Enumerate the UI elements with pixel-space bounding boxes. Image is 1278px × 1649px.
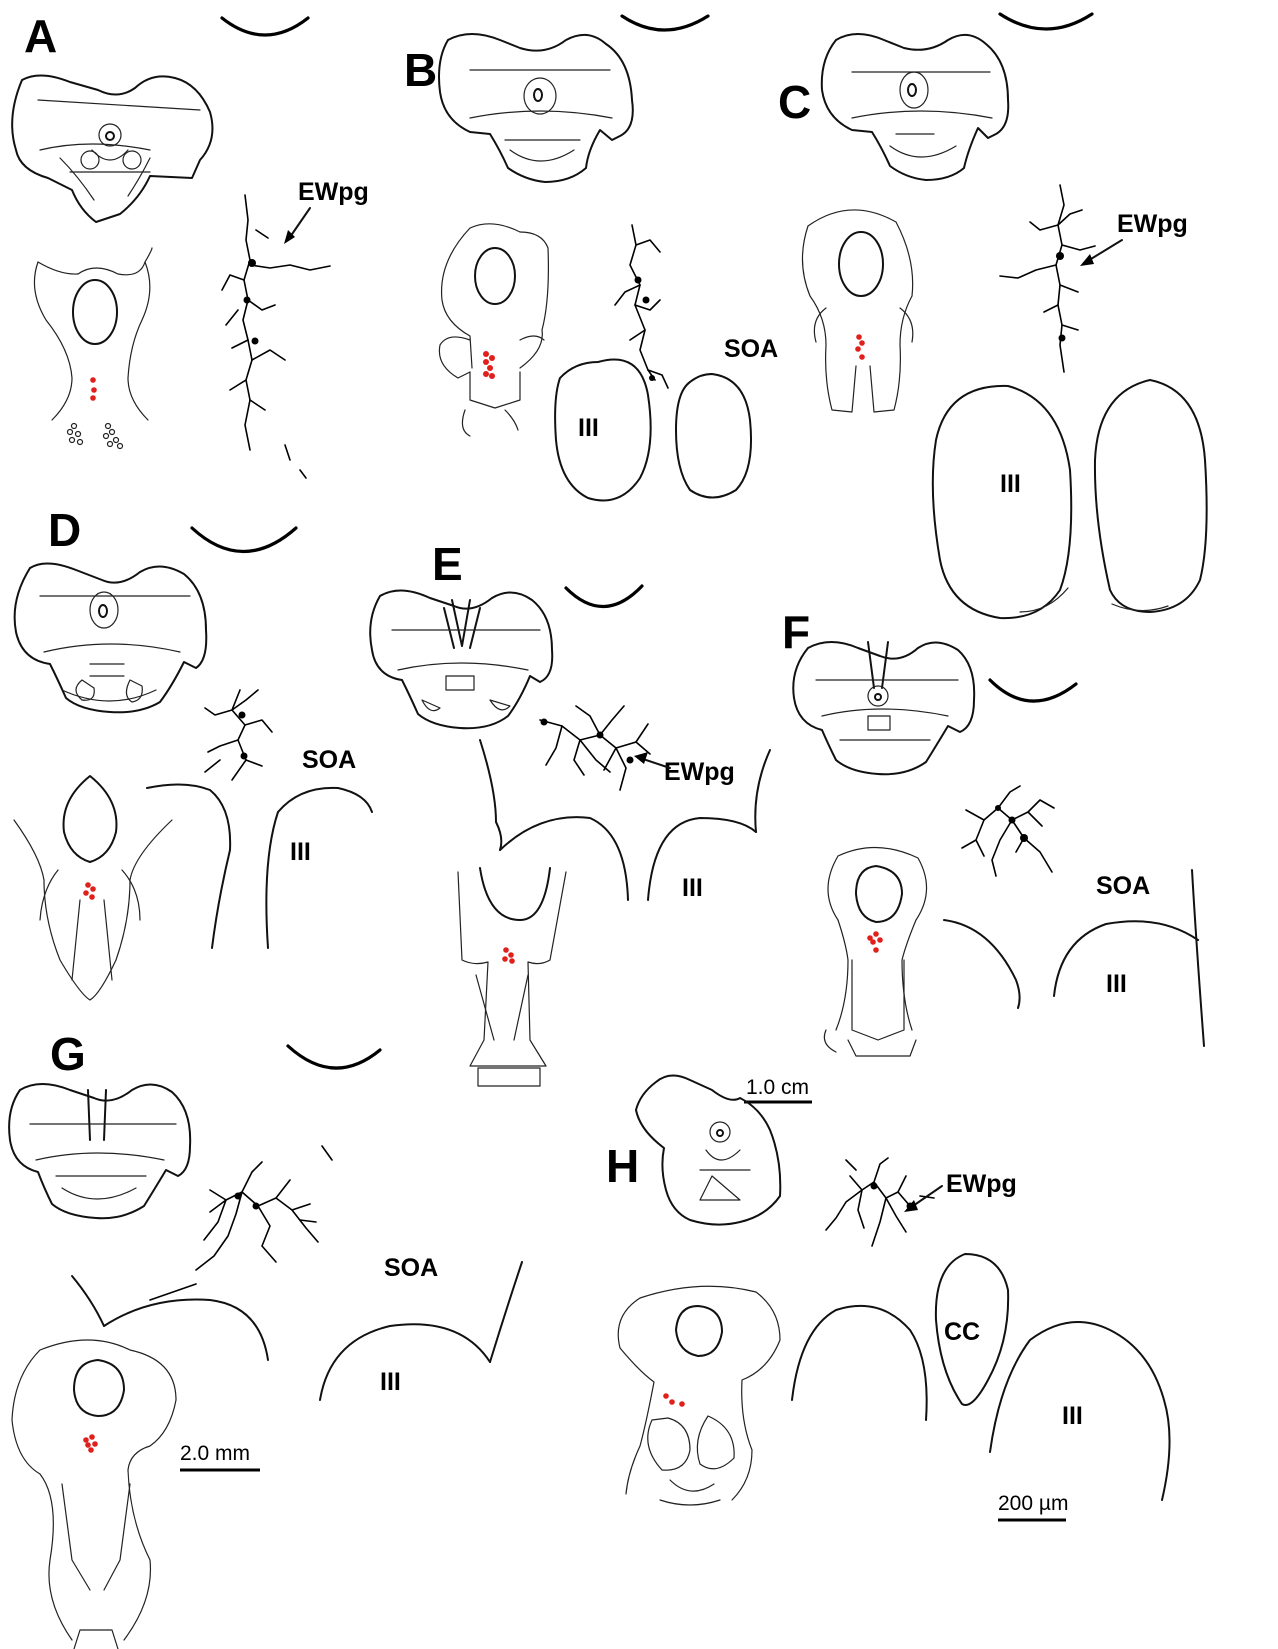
brainstem-section-c (822, 34, 1008, 180)
oculomotor-nucleus-left-f (944, 920, 1020, 1008)
ewpg-arrowhead-e (634, 752, 648, 764)
brainstem-section-e (370, 590, 552, 728)
oculomotor-nucleus-right-b (676, 374, 751, 498)
ewpg-fibers-b (615, 225, 668, 388)
iii-label-h: III (1062, 1402, 1083, 1430)
ew-outline-c (802, 210, 912, 412)
section-edge-right-g (490, 1262, 522, 1362)
soa-label-f: SOA (1096, 872, 1150, 900)
oculomotor-nucleus-left-b (555, 359, 651, 500)
panel-label-c: C (778, 76, 811, 128)
ewpg-fibers-e (540, 706, 650, 790)
ewpg-label-h: EWpg (946, 1170, 1017, 1198)
orientation-arc-e (566, 586, 642, 607)
brainstem-section-f (793, 642, 974, 774)
oculomotor-nucleus-right-g (320, 1324, 490, 1400)
section-edge-g (72, 1276, 104, 1326)
iii-label-b: III (578, 414, 599, 442)
oculomotor-nucleus-left-g (104, 1300, 268, 1360)
ewpg-fibers-c (1000, 185, 1095, 372)
ewpg-label-c: EWpg (1117, 210, 1188, 238)
panel-h: H 1.0 cm EWpg CC III 200 µm (606, 1075, 1170, 1520)
soa-label-g: SOA (384, 1254, 438, 1282)
ewpg-arrowhead-c (1080, 254, 1094, 266)
ew-outline-b (439, 224, 548, 436)
orientation-arc-f (990, 680, 1076, 701)
ewpg-label-e: EWpg (664, 758, 735, 786)
oculomotor-nucleus-left-d (147, 784, 230, 948)
iii-label-f: III (1106, 970, 1127, 998)
orientation-arc-b (622, 16, 708, 30)
ew-outline-d (14, 776, 172, 1000)
brainstem-section-d (15, 563, 207, 712)
panel-e: E EWpg III (370, 538, 770, 1086)
iii-label-g: III (380, 1368, 401, 1396)
ew-outline-e (458, 868, 566, 1086)
panel-b: B SOA III (404, 16, 778, 501)
ewpg-fibers-d (205, 690, 272, 780)
panel-label-d: D (48, 504, 81, 556)
scale-label-mm: 2.0 mm (180, 1442, 250, 1465)
iii-label-e: III (682, 874, 703, 902)
ew-outline-a (34, 248, 152, 449)
iii-label-d: III (290, 838, 311, 866)
panel-a: A EWpg (12, 10, 369, 478)
panel-d: D SOA III (14, 504, 372, 1000)
scale-label-cm: 1.0 cm (746, 1076, 809, 1099)
panel-label-h: H (606, 1140, 639, 1192)
cc-label-h: CC (944, 1318, 980, 1346)
ew-outline-g (12, 1340, 176, 1649)
panel-label-g: G (50, 1028, 86, 1080)
oculomotor-nucleus-right-d (266, 788, 372, 948)
ew-outline-h (618, 1286, 780, 1505)
panel-c: C EWpg III (778, 14, 1207, 618)
brainstem-section-a (12, 75, 212, 222)
ew-outline-f (824, 847, 926, 1056)
soa-label-d: SOA (302, 746, 356, 774)
scale-label-um: 200 µm (998, 1492, 1068, 1515)
orientation-arc-d (192, 528, 296, 552)
panel-g: G SOA III 2.0 mm (9, 1028, 522, 1649)
brainstem-section-g (9, 1084, 190, 1218)
iii-label-c: III (1000, 470, 1021, 498)
oculomotor-nucleus-left-h (792, 1306, 927, 1420)
orientation-arc-g (288, 1046, 380, 1068)
orientation-arc-a (222, 18, 308, 35)
oculomotor-nucleus-left-e (500, 817, 628, 900)
panel-label-b: B (404, 44, 437, 96)
section-edge-e (480, 740, 501, 850)
orientation-arc-c (1000, 14, 1092, 29)
panel-f: F SOA III (782, 606, 1204, 1056)
section-edge-f (1192, 870, 1204, 1046)
oculomotor-nucleus-left-c (933, 386, 1071, 618)
ewpg-fibers-a (222, 195, 330, 478)
ewpg-fibers-g (150, 1146, 332, 1300)
panel-label-a: A (24, 10, 57, 62)
soa-label-b: SOA (724, 335, 778, 363)
oculomotor-nucleus-right-c (1095, 380, 1207, 612)
ewpg-label-a: EWpg (298, 178, 369, 206)
brainstem-section-b (439, 34, 633, 182)
ewpg-fibers-f (962, 786, 1054, 876)
panel-label-e: E (432, 538, 463, 590)
section-edge-right-e (755, 750, 770, 832)
